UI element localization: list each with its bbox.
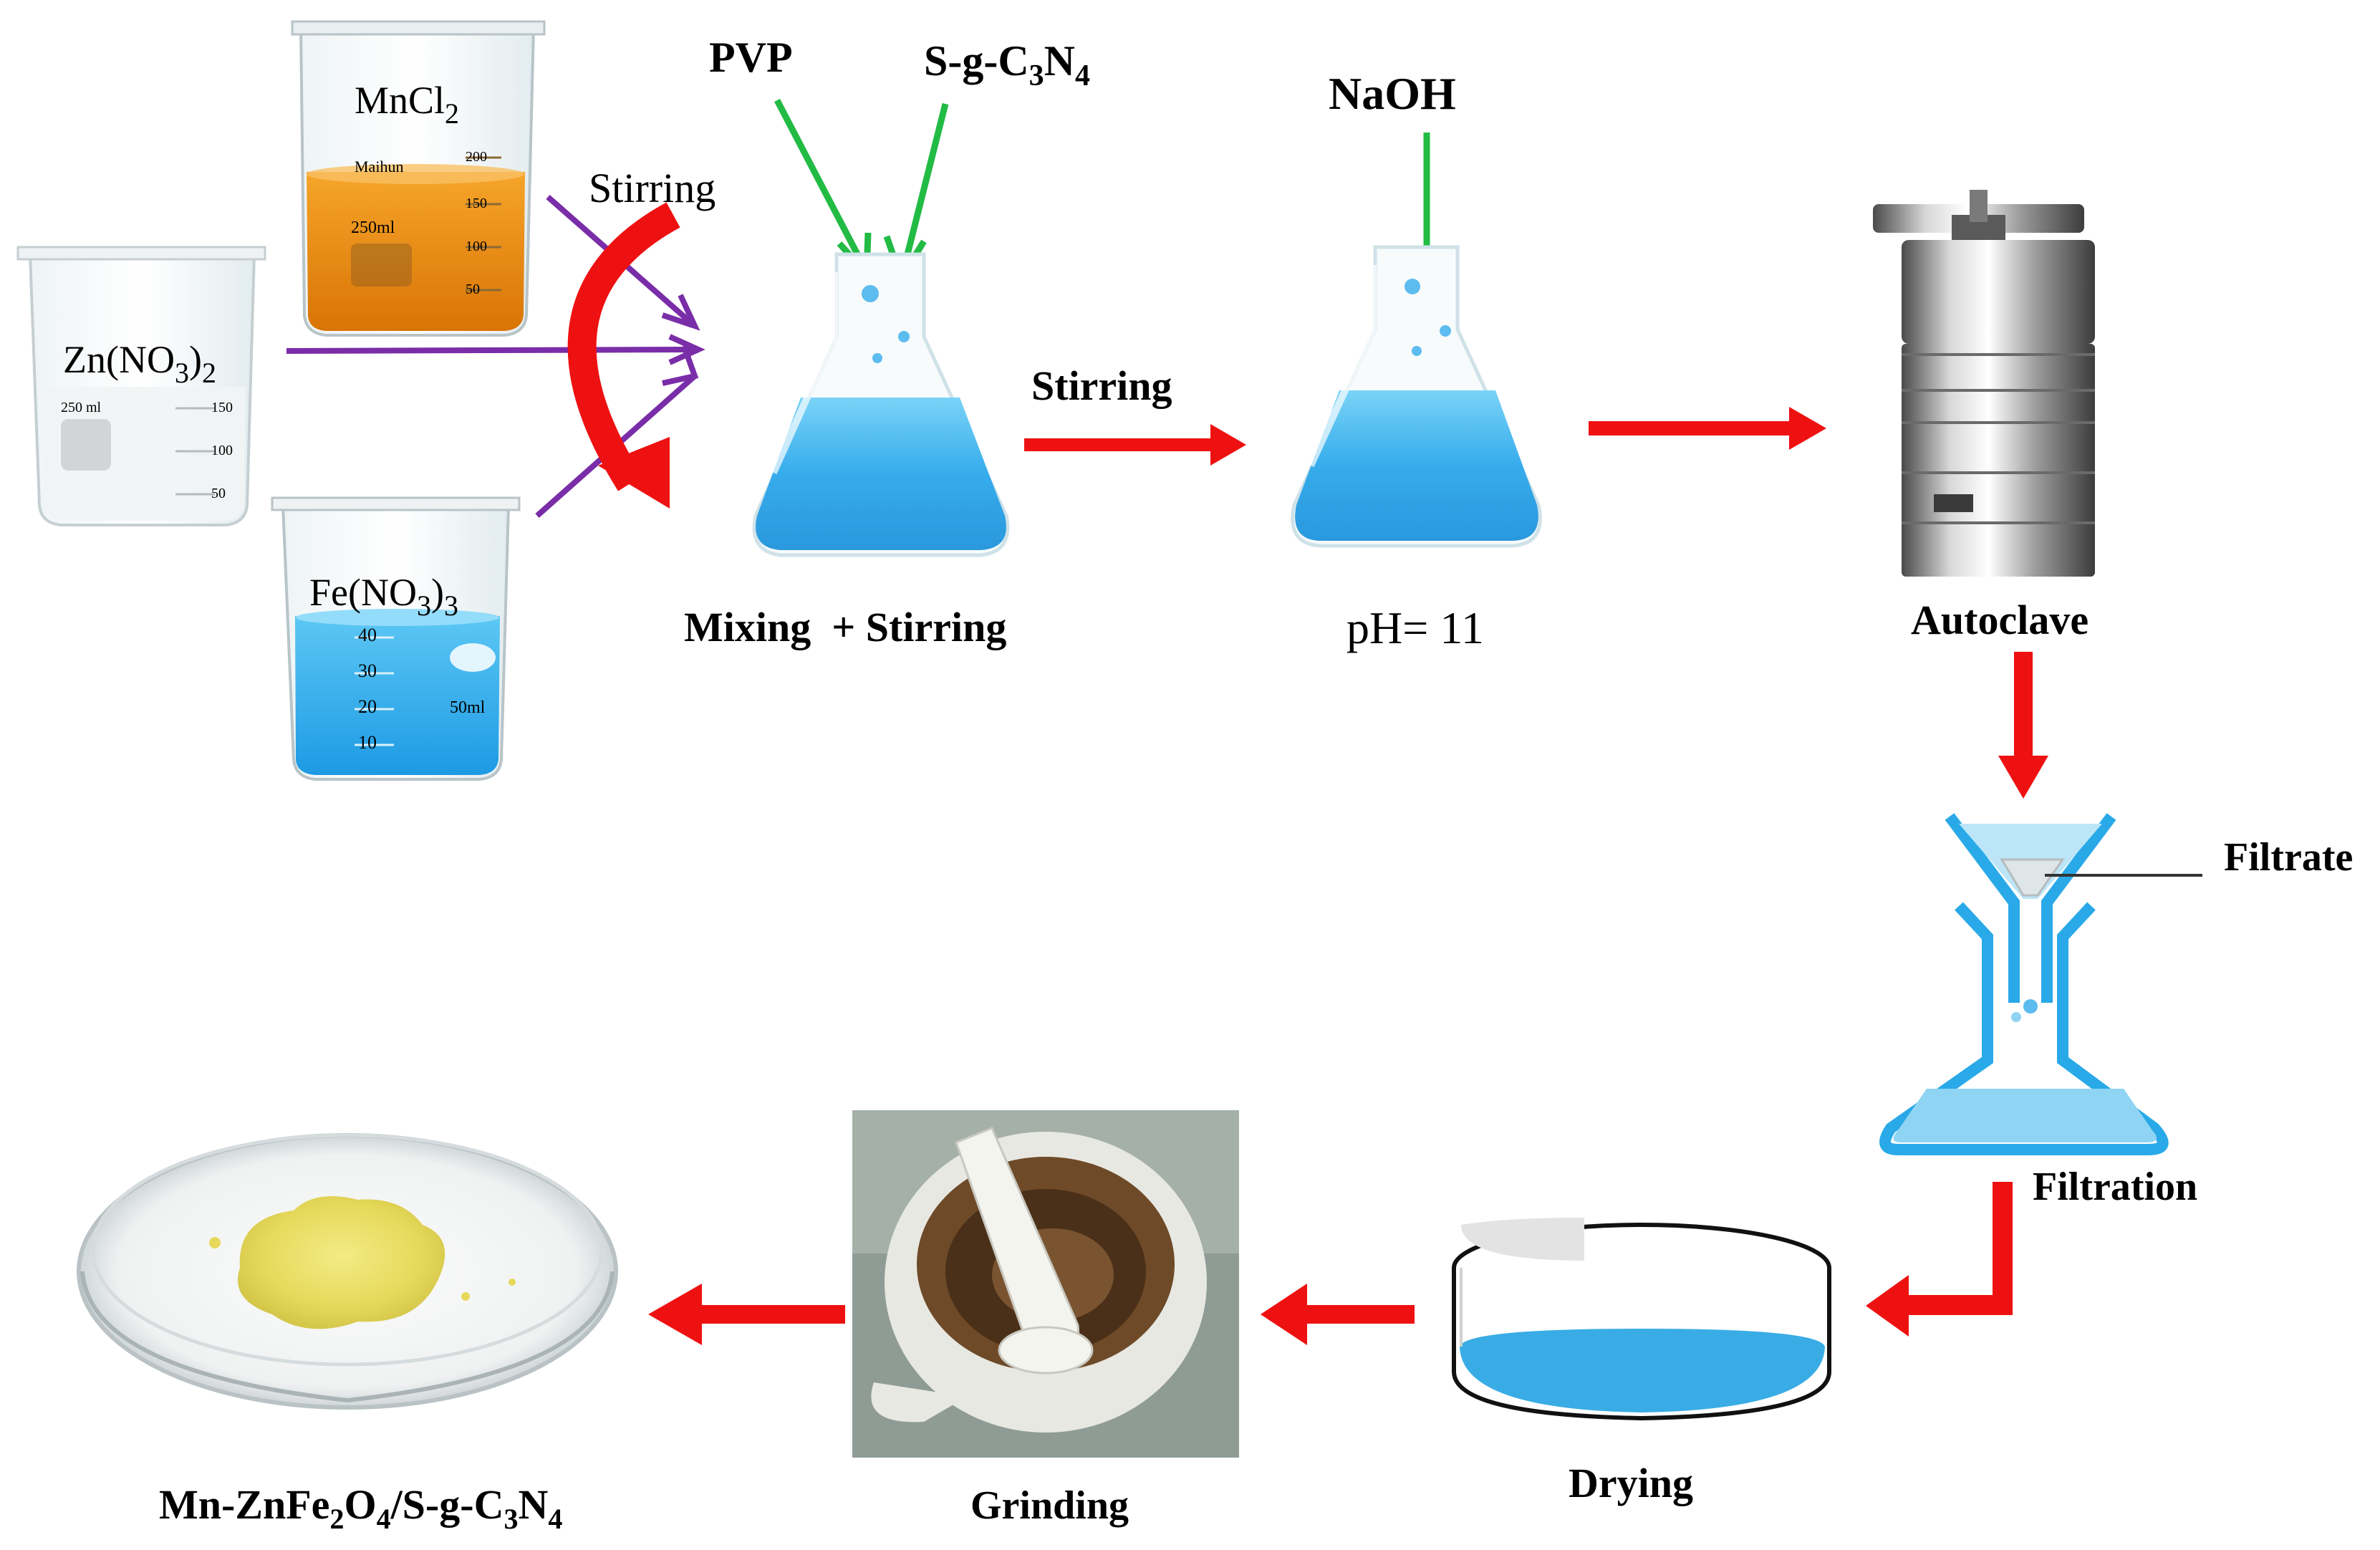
zn-tick-label: 50 bbox=[211, 486, 226, 501]
mncl2-label: MnCl2 bbox=[355, 79, 459, 130]
flow-arrow-6 bbox=[648, 1284, 845, 1345]
mncl2-brand-mark: Maihun bbox=[355, 158, 403, 175]
flow-arrow-1 bbox=[1024, 424, 1246, 466]
fe-nitrate-label: Fe(NO3)3 bbox=[309, 571, 458, 622]
flow-arrow-2 bbox=[1589, 407, 1826, 450]
fe-tick-label: 20 bbox=[358, 696, 377, 717]
filtration-apparatus bbox=[1879, 813, 2169, 1155]
naoh-label: NaOH bbox=[1329, 68, 1456, 119]
fe-tick-label: 30 bbox=[358, 660, 377, 681]
mncl2-tick-label: 200 bbox=[466, 149, 487, 165]
grinding-label: Grinding bbox=[970, 1483, 1129, 1528]
grinding-image bbox=[852, 1110, 1239, 1458]
filtration-solution bbox=[1893, 824, 2157, 1142]
filtration-label: Filtration bbox=[2033, 1165, 2197, 1209]
ph-flask bbox=[1291, 245, 1542, 548]
zn-nitrate-beaker: 250 ml 150 100 50 Zn(NO3)2 bbox=[16, 246, 266, 526]
flow-arrow-3 bbox=[1998, 652, 2048, 799]
stirring-label-1: Stirring bbox=[589, 165, 716, 211]
stirring-curved-arrow bbox=[567, 202, 680, 509]
fe-tick-label: 10 bbox=[358, 732, 377, 753]
arrow-pvp bbox=[774, 98, 866, 267]
zn-volume-mark: 250 ml bbox=[61, 400, 102, 415]
drying-label: Drying bbox=[1569, 1460, 1693, 1506]
drying-dish bbox=[1452, 1218, 1831, 1421]
flow-arrow-5 bbox=[1261, 1284, 1415, 1345]
autoclave-label: Autoclave bbox=[1911, 597, 2088, 643]
arrow-sgcn bbox=[900, 102, 949, 270]
product-dish-image bbox=[77, 1133, 618, 1410]
mncl2-tick-label: 150 bbox=[466, 196, 487, 211]
pvp-label: PVP bbox=[709, 34, 793, 81]
zn-nitrate-label: Zn(NO3)2 bbox=[63, 338, 216, 389]
mncl2-tick-label: 50 bbox=[466, 281, 480, 297]
fe-volume-mark: 50ml bbox=[450, 698, 486, 717]
mixing-label: Mixing + Stirring bbox=[684, 604, 1006, 650]
stirring-label-2: Stirring bbox=[1031, 362, 1172, 409]
mncl2-beaker: Maihun 250ml 200 150 100 50 MnCl2 bbox=[291, 20, 546, 337]
zn-tick-label: 150 bbox=[211, 400, 233, 415]
fe-tick-label: 40 bbox=[358, 625, 377, 645]
filtrate-label: Filtrate bbox=[2224, 835, 2353, 880]
ph-label: pH= 11 bbox=[1346, 602, 1484, 653]
autoclave-image bbox=[1873, 190, 2095, 577]
mncl2-tick-label: 100 bbox=[466, 239, 487, 254]
sgcn-label: S-g-C3N4 bbox=[924, 37, 1090, 92]
mncl2-volume-mark: 250ml bbox=[351, 218, 395, 237]
product-label: Mn-ZnFe2O4/S-g-C3N4 bbox=[159, 1481, 562, 1535]
flow-arrow-4 bbox=[1866, 1182, 2013, 1337]
zn-tick-label: 100 bbox=[211, 443, 233, 458]
fe-nitrate-beaker: 40 30 20 10 50ml Fe(NO3)3 bbox=[271, 496, 521, 781]
arrow-zn-to-flask bbox=[286, 347, 699, 354]
reagent-arrows bbox=[774, 98, 949, 286]
mixing-flask bbox=[752, 252, 1010, 557]
